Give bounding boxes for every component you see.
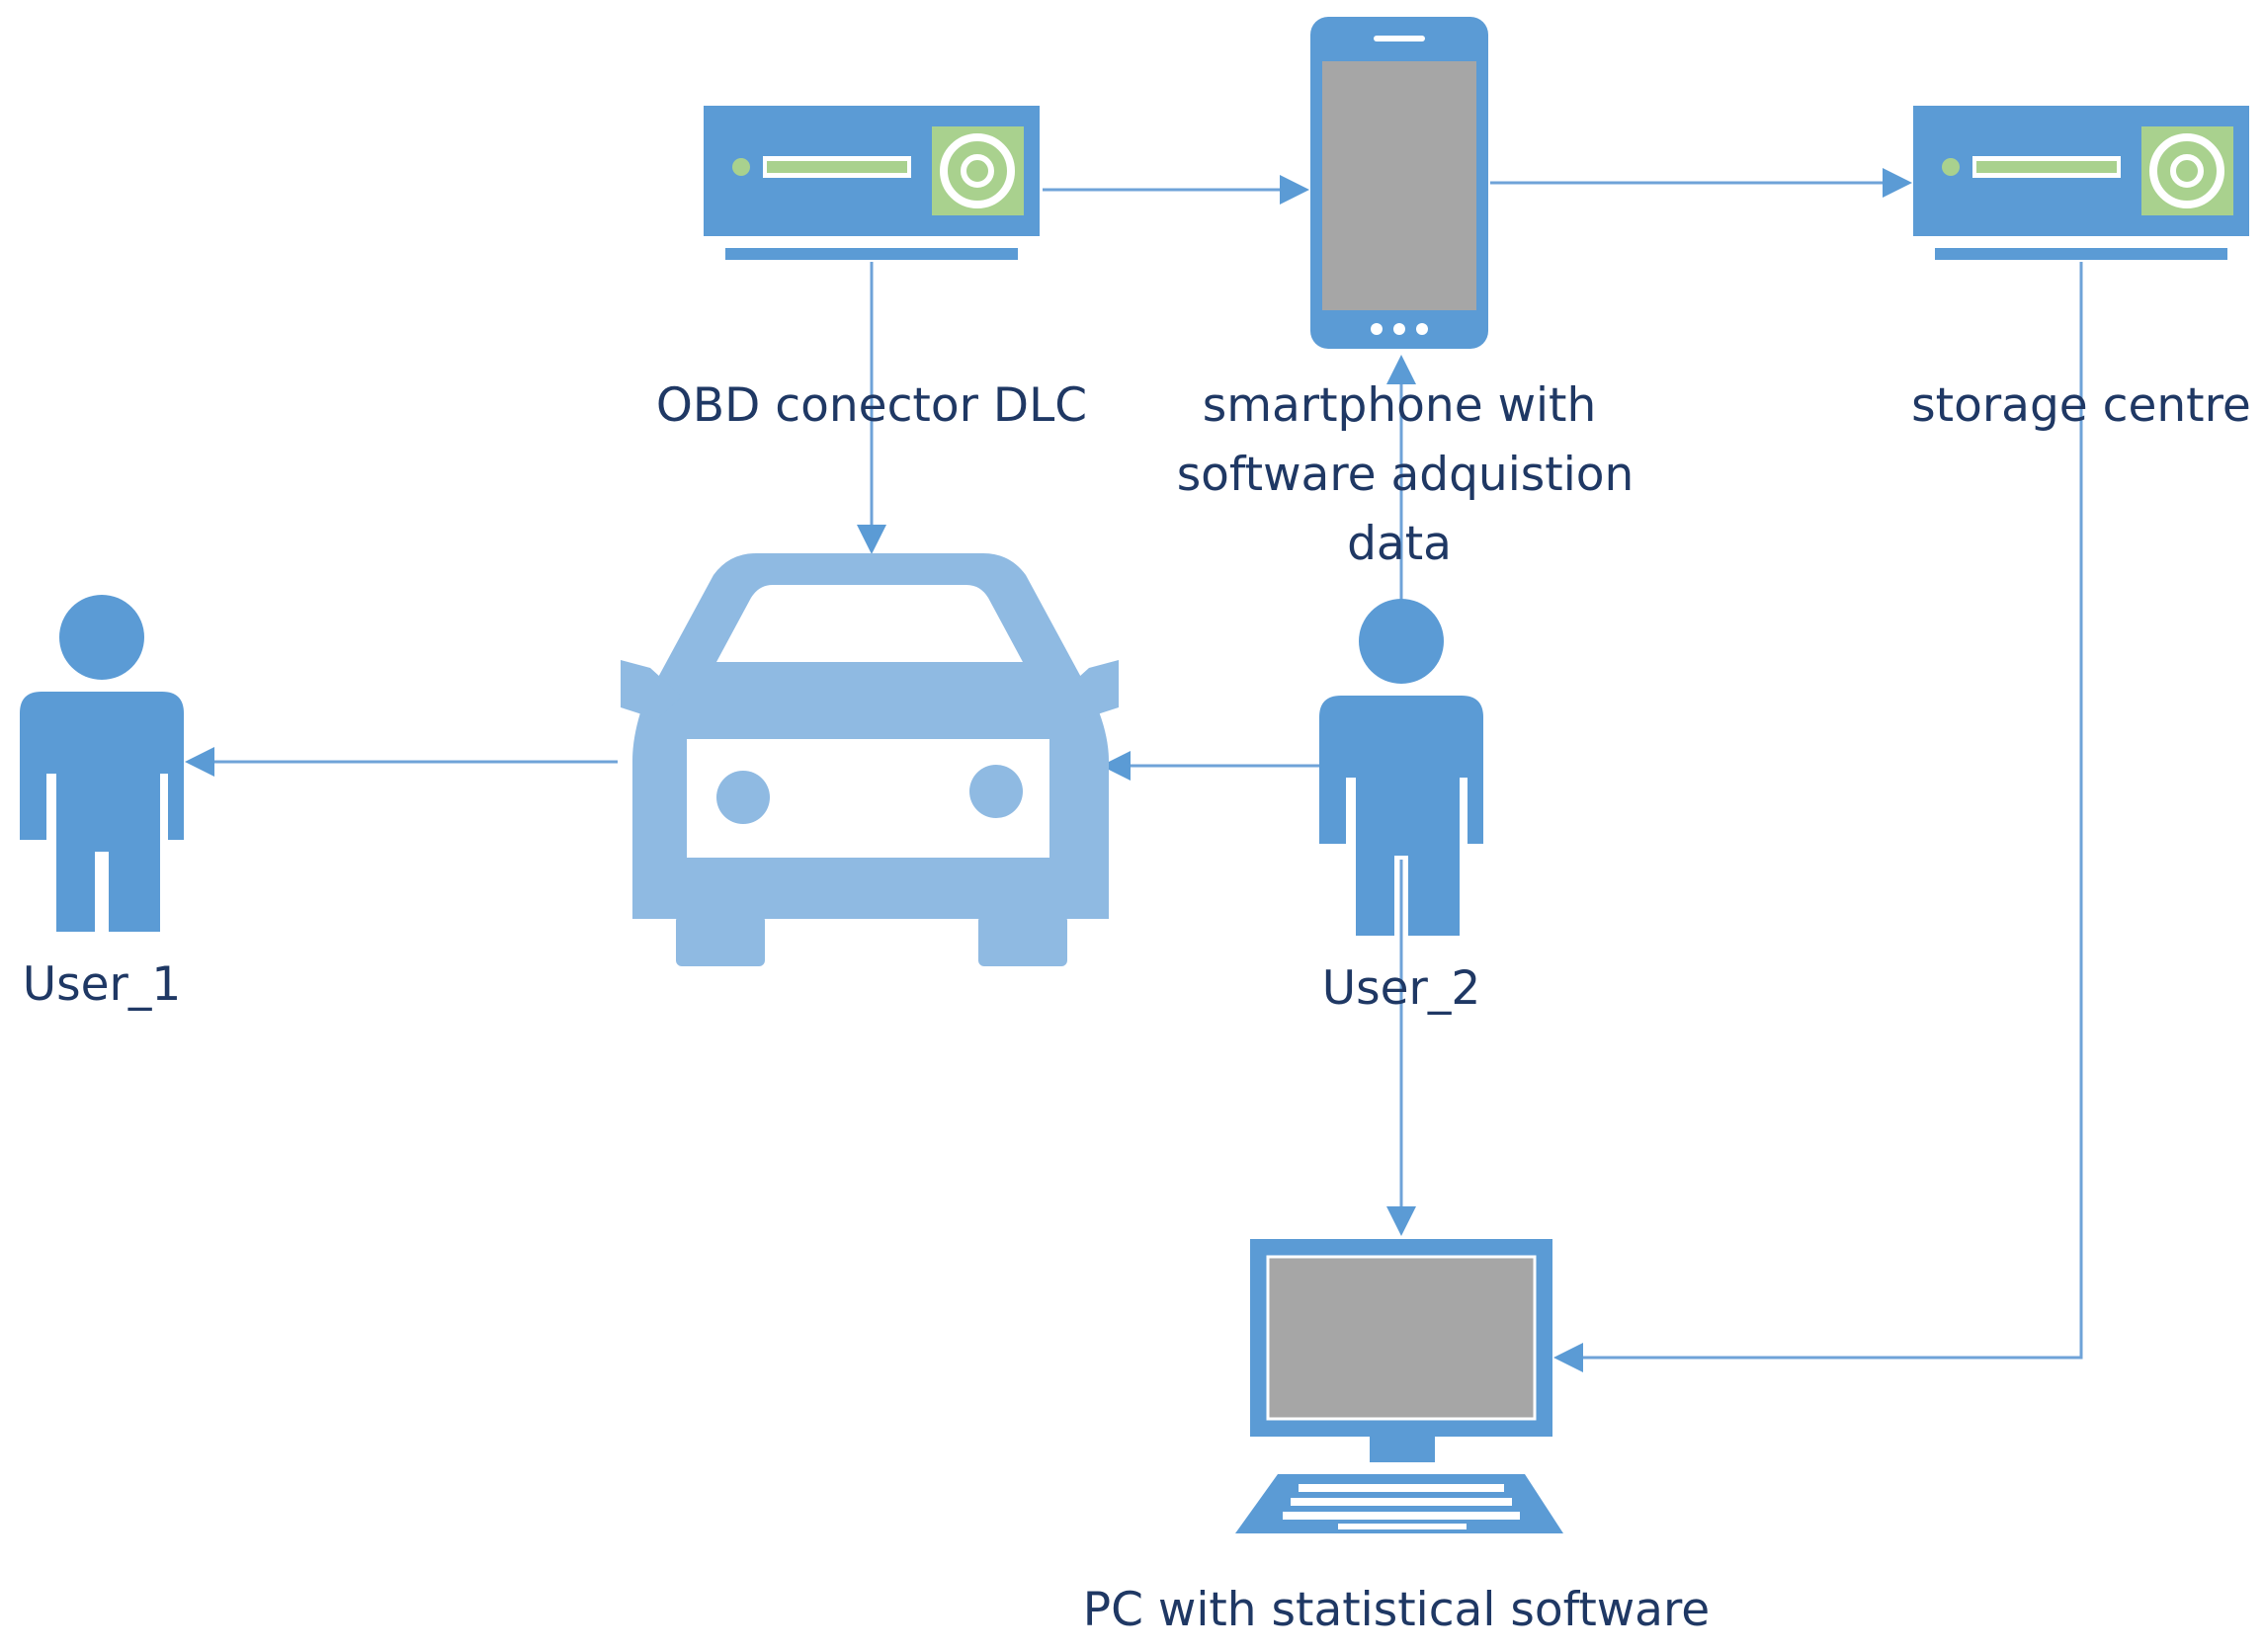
user1-label: User_1 [23, 957, 182, 1012]
smartphone-label-line-2: software adquistion [1177, 448, 1635, 502]
storage-label: storage centre [1911, 378, 2251, 433]
user1 [20, 595, 184, 932]
car-icon [632, 553, 1109, 919]
connectors [185, 168, 2083, 1372]
desktop-computer-icon [1235, 1239, 1563, 1533]
edge-storage-to-pc [1553, 262, 2083, 1372]
user2 [1319, 599, 1483, 936]
pc-label: PC with statistical software [1083, 1583, 1710, 1637]
person-icon [1319, 599, 1483, 936]
obd-label: OBD conector DLC [656, 378, 1087, 433]
smartphone-label-line-3: data [1347, 517, 1452, 571]
smartphone [1310, 17, 1488, 349]
smartphone-label-line-1: smartphone with [1203, 378, 1597, 433]
labels: OBD conector DLC smartphone with softwar… [23, 378, 2251, 1637]
car [621, 553, 1119, 966]
user2-label: User_2 [1322, 961, 1481, 1016]
storage-device [1913, 106, 2249, 260]
person-icon [20, 595, 184, 932]
obd-device [704, 106, 1040, 260]
pc [1235, 1239, 1563, 1533]
